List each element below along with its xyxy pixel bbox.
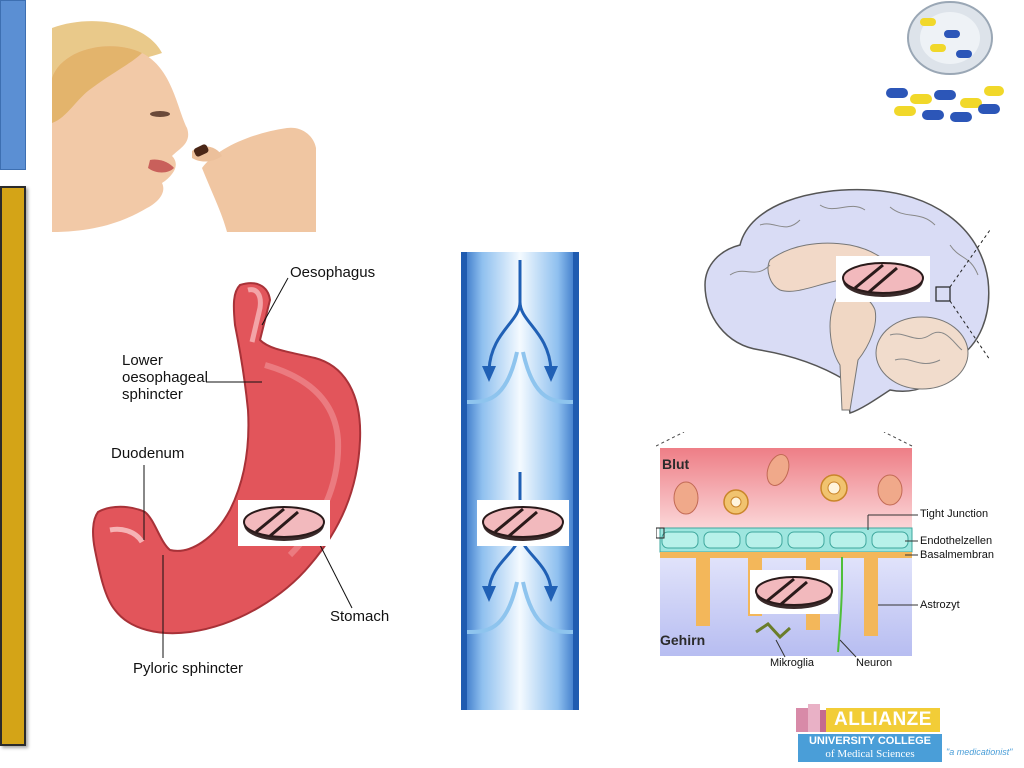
label-les-line1: Lower <box>122 352 163 369</box>
label-endothelzellen: Endothelzellen <box>920 535 993 547</box>
logo-mark-icon <box>796 704 832 732</box>
label-duodenum: Duodenum <box>111 445 185 462</box>
gold-side-bar <box>0 186 26 746</box>
pill-bottle-image <box>886 1 1004 122</box>
logo-name: ALLIANZE <box>826 708 940 732</box>
label-neuron: Neuron <box>856 657 893 669</box>
label-blut: Blut <box>662 456 690 472</box>
tablet-brain <box>836 256 930 302</box>
label-stomach: Stomach <box>330 608 390 625</box>
brain-stem <box>829 292 877 411</box>
logo-subtitle-box: UNIVERSITY COLLEGE of Medical Sciences <box>798 734 942 762</box>
brain-cerebellum <box>875 316 969 390</box>
label-tight-junction: Tight Junction <box>920 508 989 520</box>
label-oesophagus: Oesophagus <box>290 264 376 281</box>
logo-tagline: "a medicationist" <box>946 747 1013 757</box>
label-basalmembran: Basalmembran <box>920 549 994 561</box>
neuron-axon <box>837 557 843 653</box>
tablet-stomach <box>238 500 330 546</box>
label-pyloric-sphincter: Pyloric sphincter <box>133 660 244 677</box>
flow-arrow-right-top <box>518 301 553 371</box>
label-mikroglia: Mikroglia <box>770 657 815 669</box>
tablet-bloodstream <box>477 500 569 546</box>
label-gehirn: Gehirn <box>660 632 706 648</box>
microglia-cell <box>755 622 792 640</box>
endothelial-layer <box>659 527 913 553</box>
label-les-line3: sphincter <box>122 386 183 403</box>
blood-vessel-diagram <box>461 252 579 710</box>
label-les-line2: oesophageal <box>122 369 208 386</box>
tablet-brain-tissue <box>750 570 838 614</box>
label-lower-oesophageal-sphincter: Lower oesophageal sphincter <box>122 352 208 403</box>
logo-line1: UNIVERSITY COLLEGE <box>808 735 932 747</box>
label-astrozyt: Astrozyt <box>920 599 960 611</box>
woman-taking-pill-image <box>52 18 316 232</box>
blue-side-bar <box>0 0 26 170</box>
logo-line2: of Medical Sciences <box>825 748 915 760</box>
allianze-logo: ALLIANZE UNIVERSITY COLLEGE of Medical S… <box>796 704 946 762</box>
